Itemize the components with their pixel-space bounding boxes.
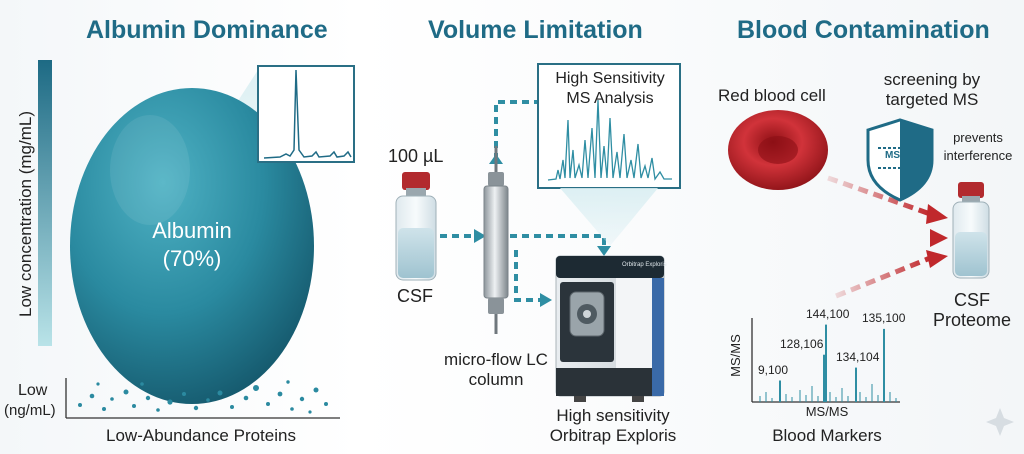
- volume-panel-title: Volume Limitation: [428, 16, 643, 44]
- peak-label: 128,106: [780, 336, 824, 351]
- albumin-percent: (70%): [162, 246, 222, 271]
- vial-label: CSF: [397, 286, 433, 306]
- peak-label: 9,100: [758, 362, 789, 377]
- spectrum-noise: [759, 384, 897, 402]
- instrument-label-line1: High sensitivity: [556, 406, 670, 425]
- low-abundance-label: Low-Abundance Proteins: [106, 426, 296, 445]
- instrument-label-line2: Orbitrap Exploris: [549, 426, 677, 445]
- peak-label: 144,100: [806, 306, 850, 321]
- albumin-label: Albumin: [152, 218, 232, 243]
- albumin-egg: [70, 88, 314, 404]
- vial-volume-label: 100 µL: [388, 146, 444, 166]
- csf-vial: [395, 172, 437, 281]
- low-abundance-dots: [78, 380, 328, 414]
- low-label: Low: [18, 382, 48, 399]
- orbitrap-instrument: [555, 255, 665, 402]
- screening-label-line2: targeted MS: [885, 90, 979, 109]
- ms-analysis-label-line2: MS Analysis: [566, 90, 654, 107]
- spectrum-y-label: MS/MS: [727, 334, 743, 377]
- red-arrow-heads: [926, 204, 948, 268]
- prevents-label-line2: interference: [943, 148, 1013, 163]
- ms-spectrum-trace: [547, 99, 672, 181]
- spectrum-x-label: MS/MS: [805, 404, 849, 419]
- prevents-label-line1: prevents: [953, 130, 1003, 145]
- sparkle-icon: [986, 408, 1014, 436]
- rbc-label: Red blood cell: [718, 86, 826, 105]
- shield-icon: [866, 118, 934, 202]
- contamination-arrows: [818, 175, 931, 299]
- csf-proteome-vial: [952, 182, 990, 279]
- lc-column: [483, 146, 509, 334]
- blood-markers-label: Blood Markers: [772, 426, 882, 445]
- lc-column-label-line1: micro-flow LC: [444, 350, 548, 369]
- flow-arrows: [440, 100, 606, 302]
- shield-text: MS: [885, 150, 900, 161]
- blood-panel-title: Blood Contamination: [737, 16, 990, 44]
- ms-callout-beam: [560, 188, 658, 246]
- ms-analysis-label-line1: High Sensitivity: [555, 70, 665, 87]
- inset-chromatogram-trace: [263, 69, 352, 159]
- red-blood-cell: [728, 110, 828, 190]
- concentration-bar: [38, 60, 52, 346]
- peak-label: 135,100: [862, 310, 906, 325]
- proteome-label-line2: Proteome: [932, 310, 1012, 330]
- screening-label-line1: screening by: [883, 70, 981, 89]
- lc-column-label-line2: column: [468, 370, 524, 389]
- spectrum-peaks: [779, 324, 885, 402]
- instrument-brand: Orbitrap Exploris: [622, 262, 667, 268]
- albumin-panel-title: Albumin Dominance: [86, 16, 328, 44]
- inset-chromatogram-box: [257, 65, 355, 163]
- egg-highlight: [110, 115, 190, 225]
- peak-label: 134,104: [836, 349, 880, 364]
- proteome-label-line1: CSF: [954, 290, 990, 310]
- low-unit-label: (ng/mL): [4, 402, 56, 419]
- concentration-axis-label: Low concentration (mg/mL): [16, 111, 35, 317]
